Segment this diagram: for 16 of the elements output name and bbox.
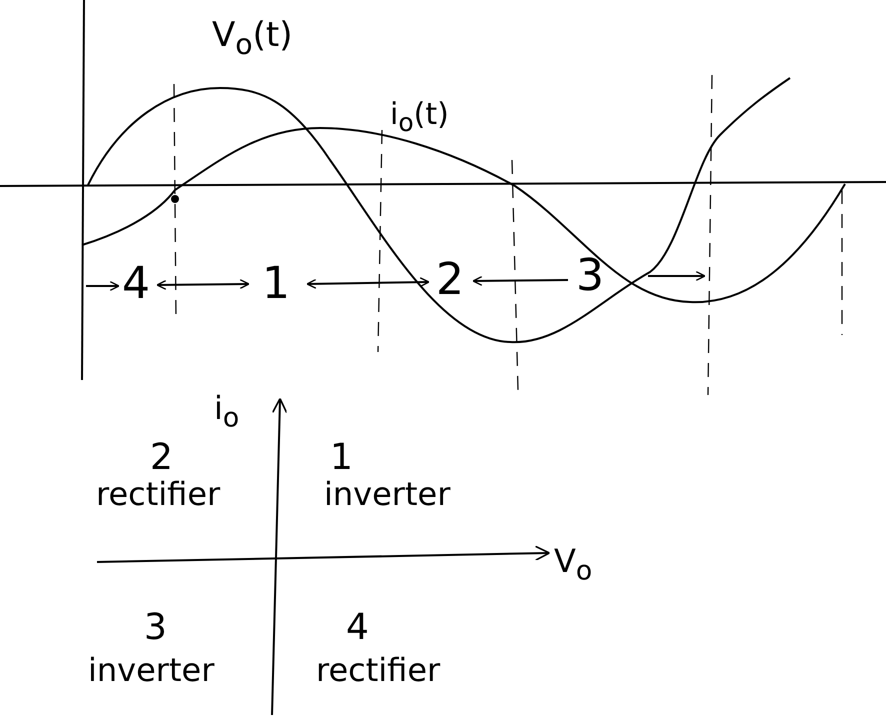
region-number: 4	[122, 262, 150, 306]
region-number: 3	[576, 254, 604, 298]
region-number: 2	[436, 258, 464, 302]
region-number: 1	[262, 262, 290, 306]
mode-label: rectifier	[316, 654, 440, 686]
curve-label: i$_{o}$(t)	[390, 100, 449, 135]
quadrant-number: 2	[150, 440, 173, 476]
curve-label: V$_{o}$(t)	[212, 18, 292, 60]
mode-label: rectifier	[96, 478, 220, 510]
quadrant-number: 4	[346, 610, 369, 646]
axis-label: i$_{o}$	[214, 392, 240, 432]
mode-label: inverter	[324, 478, 450, 510]
quadrant-number: 3	[144, 610, 167, 646]
quadrant-number: 1	[330, 440, 353, 476]
axis-label: V$_{o}$	[554, 545, 592, 586]
mode-label: inverter	[88, 654, 214, 686]
